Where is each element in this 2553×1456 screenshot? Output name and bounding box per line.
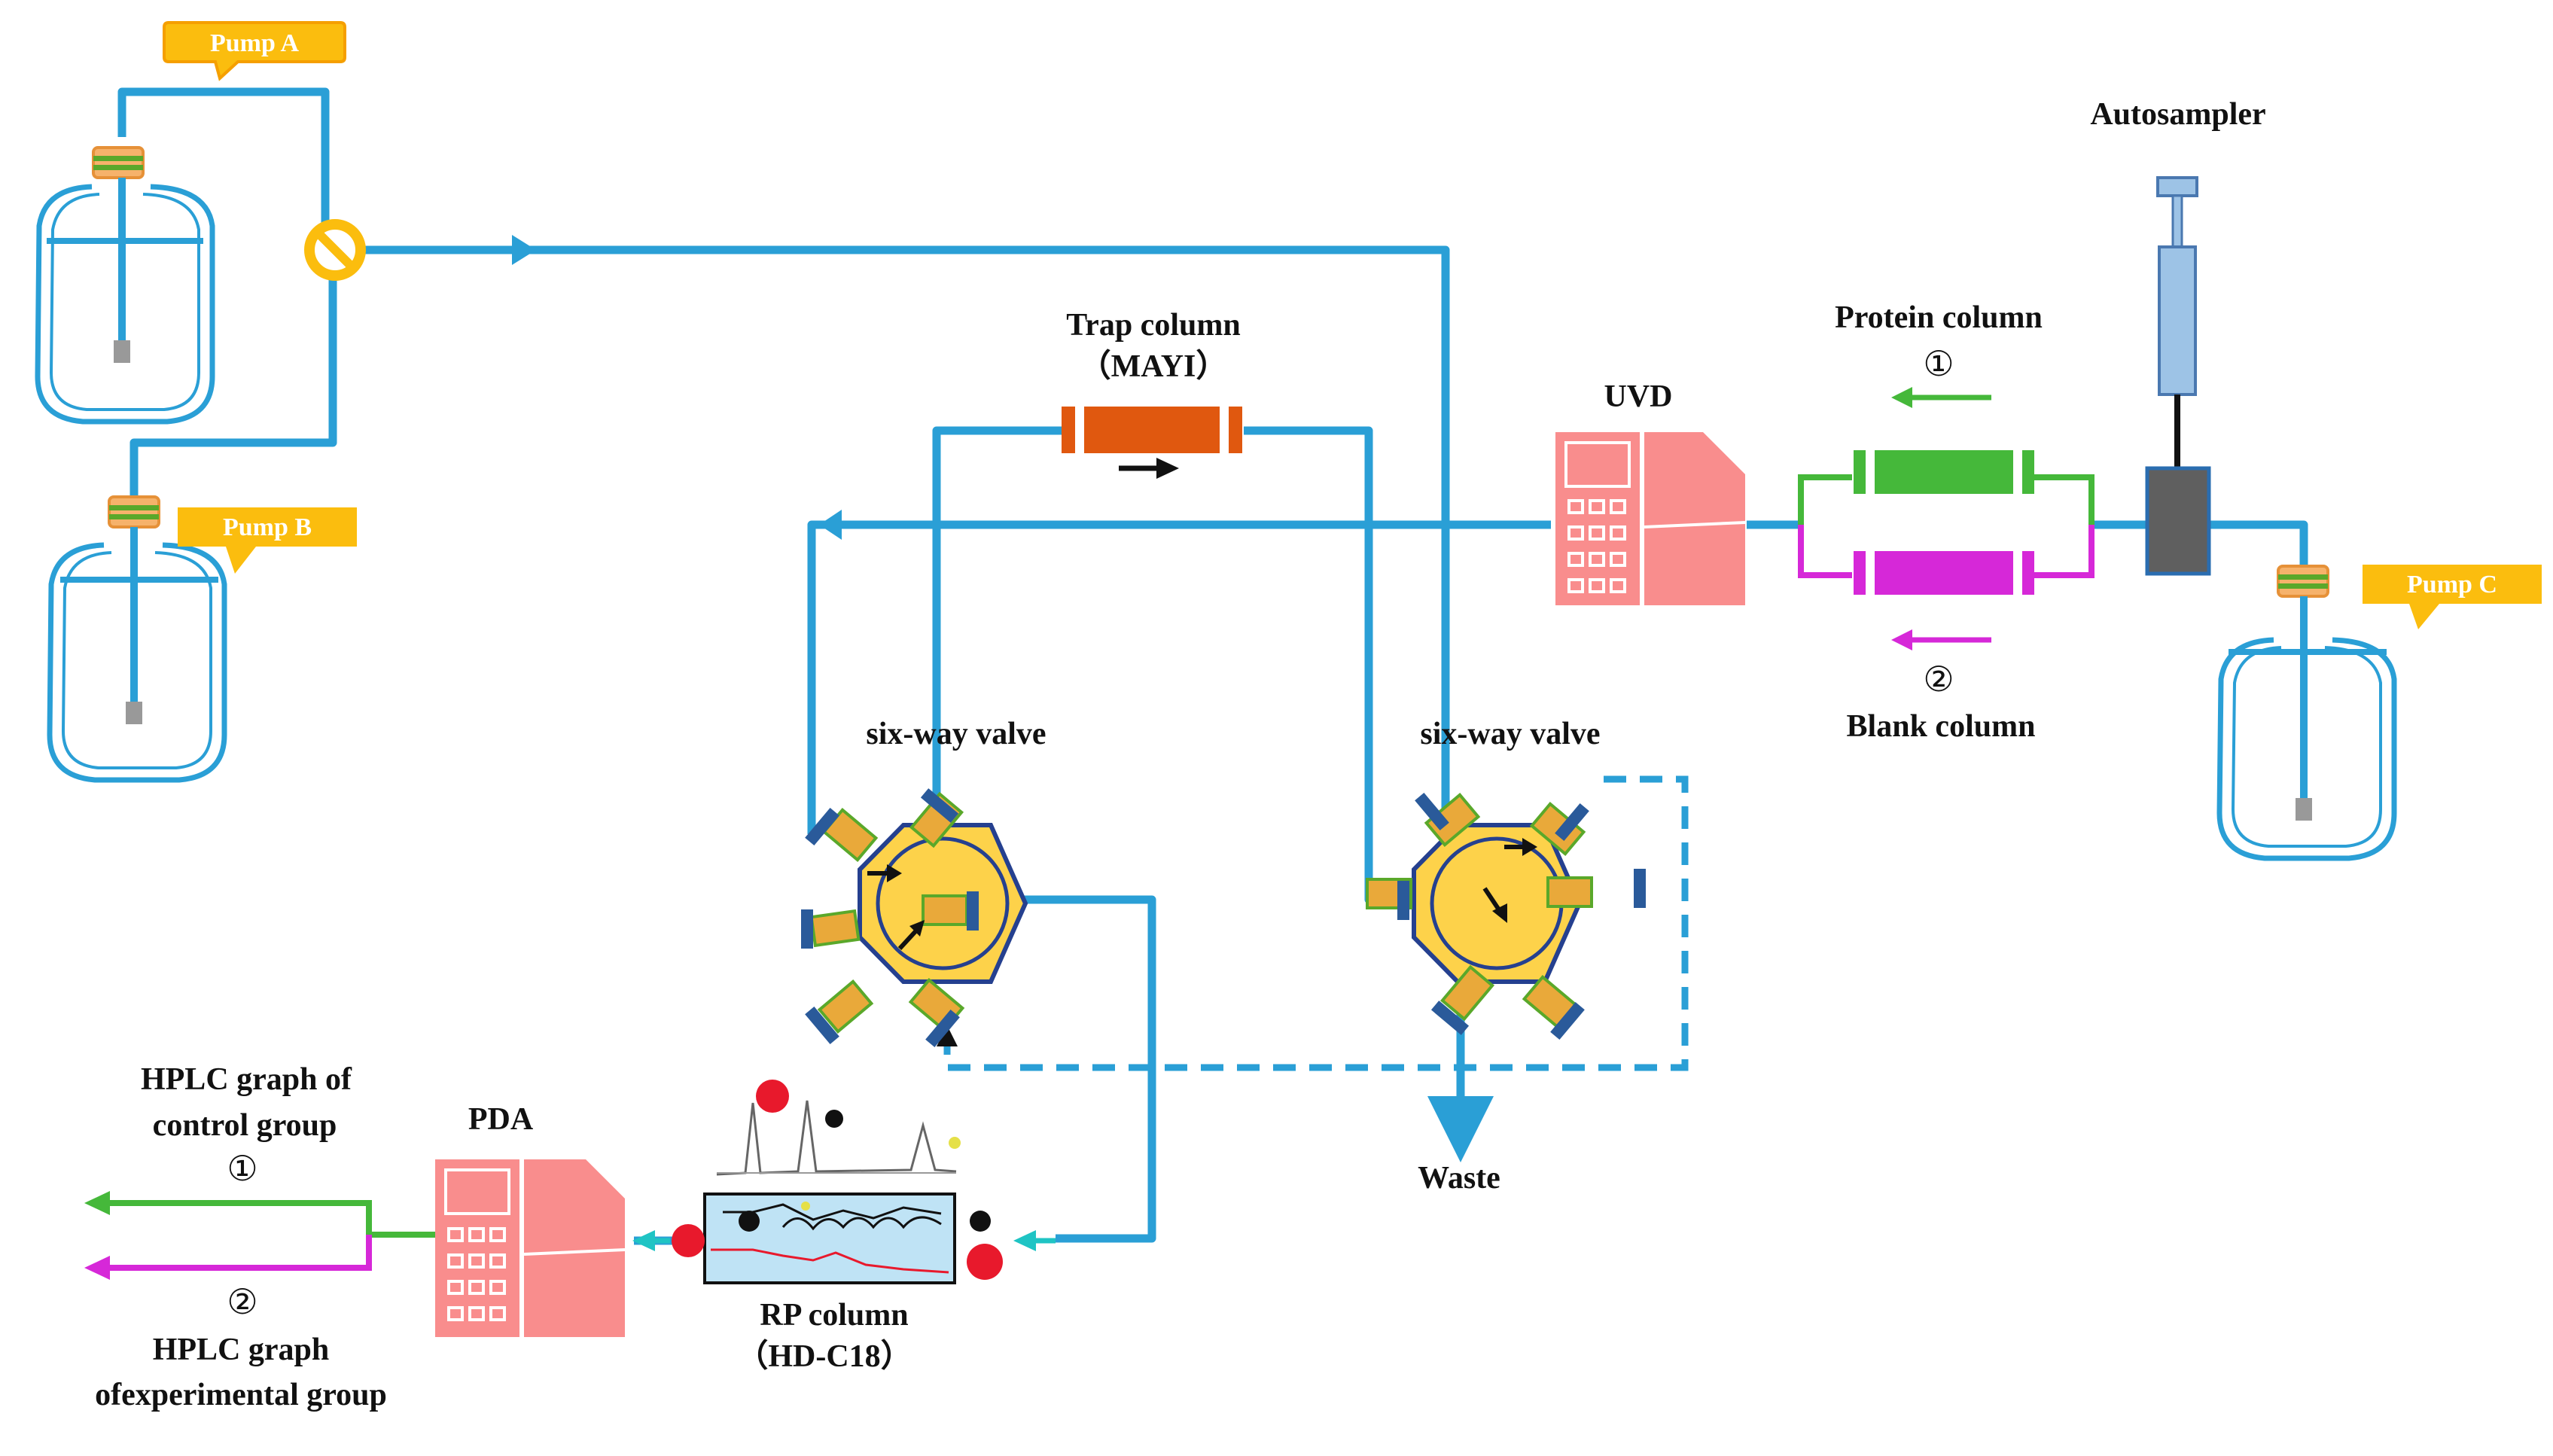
six-way-valve-right-label: six-way valve <box>1420 717 1600 751</box>
autosampler-label: Autosampler <box>2090 97 2265 132</box>
trap-column: Trap column （MAYI） <box>1062 308 1242 479</box>
output-branches: HPLC graph of control group ① ② HPLC gra… <box>84 1062 435 1412</box>
control-marker: ① <box>227 1148 257 1189</box>
rp-column: RP column （HD-C18） <box>632 1080 1056 1374</box>
rp-outlet-arrow-icon <box>632 1230 655 1251</box>
flow-arrow-icon <box>819 510 842 540</box>
pump-c-label-text: Pump C <box>2407 571 2497 599</box>
rp-inlet-arrow-icon <box>1013 1230 1036 1251</box>
blank-direction-arrow-icon <box>1891 629 1912 650</box>
blank-column <box>1854 551 2034 595</box>
pump-b-label-text: Pump B <box>223 513 312 541</box>
control-label-line1: HPLC graph of <box>141 1062 352 1097</box>
protein-marker: ① <box>1923 343 1954 384</box>
experimental-marker: ② <box>227 1281 257 1322</box>
pump-b-bottle <box>47 495 227 783</box>
uvd-label: UVD <box>1604 379 1673 414</box>
mixer-valve-icon <box>304 219 366 281</box>
experimental-output-arrow-icon <box>84 1256 110 1280</box>
protein-column <box>1854 450 2034 494</box>
rp-column-sublabel: （HD-C18） <box>736 1339 912 1374</box>
pump-a-label: Pump A <box>163 21 346 81</box>
tubing-network <box>117 87 2308 1245</box>
rp-column-label: RP column <box>760 1298 908 1333</box>
pda-detector: PDA <box>435 1102 626 1337</box>
uvd-detector: UVD <box>1555 379 1746 605</box>
control-label-line2: control group <box>153 1108 337 1143</box>
pump-c-label: Pump C <box>2363 565 2542 629</box>
column-switcher: Protein column ① ② Blank column <box>1798 300 2094 744</box>
six-way-valve-right: six-way valve <box>1366 717 1646 1040</box>
flow-arrow-icon <box>512 235 536 265</box>
trap-direction-arrow-icon <box>1156 458 1179 479</box>
protein-direction-arrow-icon <box>1891 387 1912 408</box>
trap-column-sublabel: （MAYI） <box>1080 349 1228 384</box>
trap-column-label: Trap column <box>1066 308 1240 343</box>
experimental-label-line2: ofexperimental group <box>95 1378 387 1412</box>
pump-a-bottle <box>35 146 215 425</box>
protein-column-label: Protein column <box>1835 300 2043 335</box>
autosampler: Autosampler <box>2090 97 2266 576</box>
six-way-valve-left-label: six-way valve <box>866 717 1046 751</box>
waste-label: Waste <box>1418 1161 1500 1196</box>
experimental-label-line1: HPLC graph <box>153 1333 330 1367</box>
pump-a-label-text: Pump A <box>210 29 300 57</box>
loop-arrow-icon <box>937 1025 958 1046</box>
pda-label: PDA <box>468 1102 534 1137</box>
dashed-loop <box>943 775 1689 1071</box>
control-output-arrow-icon <box>84 1191 110 1215</box>
blank-column-label: Blank column <box>1847 709 2036 744</box>
pump-c-bottle <box>2216 565 2397 861</box>
blank-marker: ② <box>1923 659 1954 699</box>
six-way-valve-left: six-way valve <box>801 717 1046 1048</box>
pump-b-label: Pump B <box>178 507 357 574</box>
